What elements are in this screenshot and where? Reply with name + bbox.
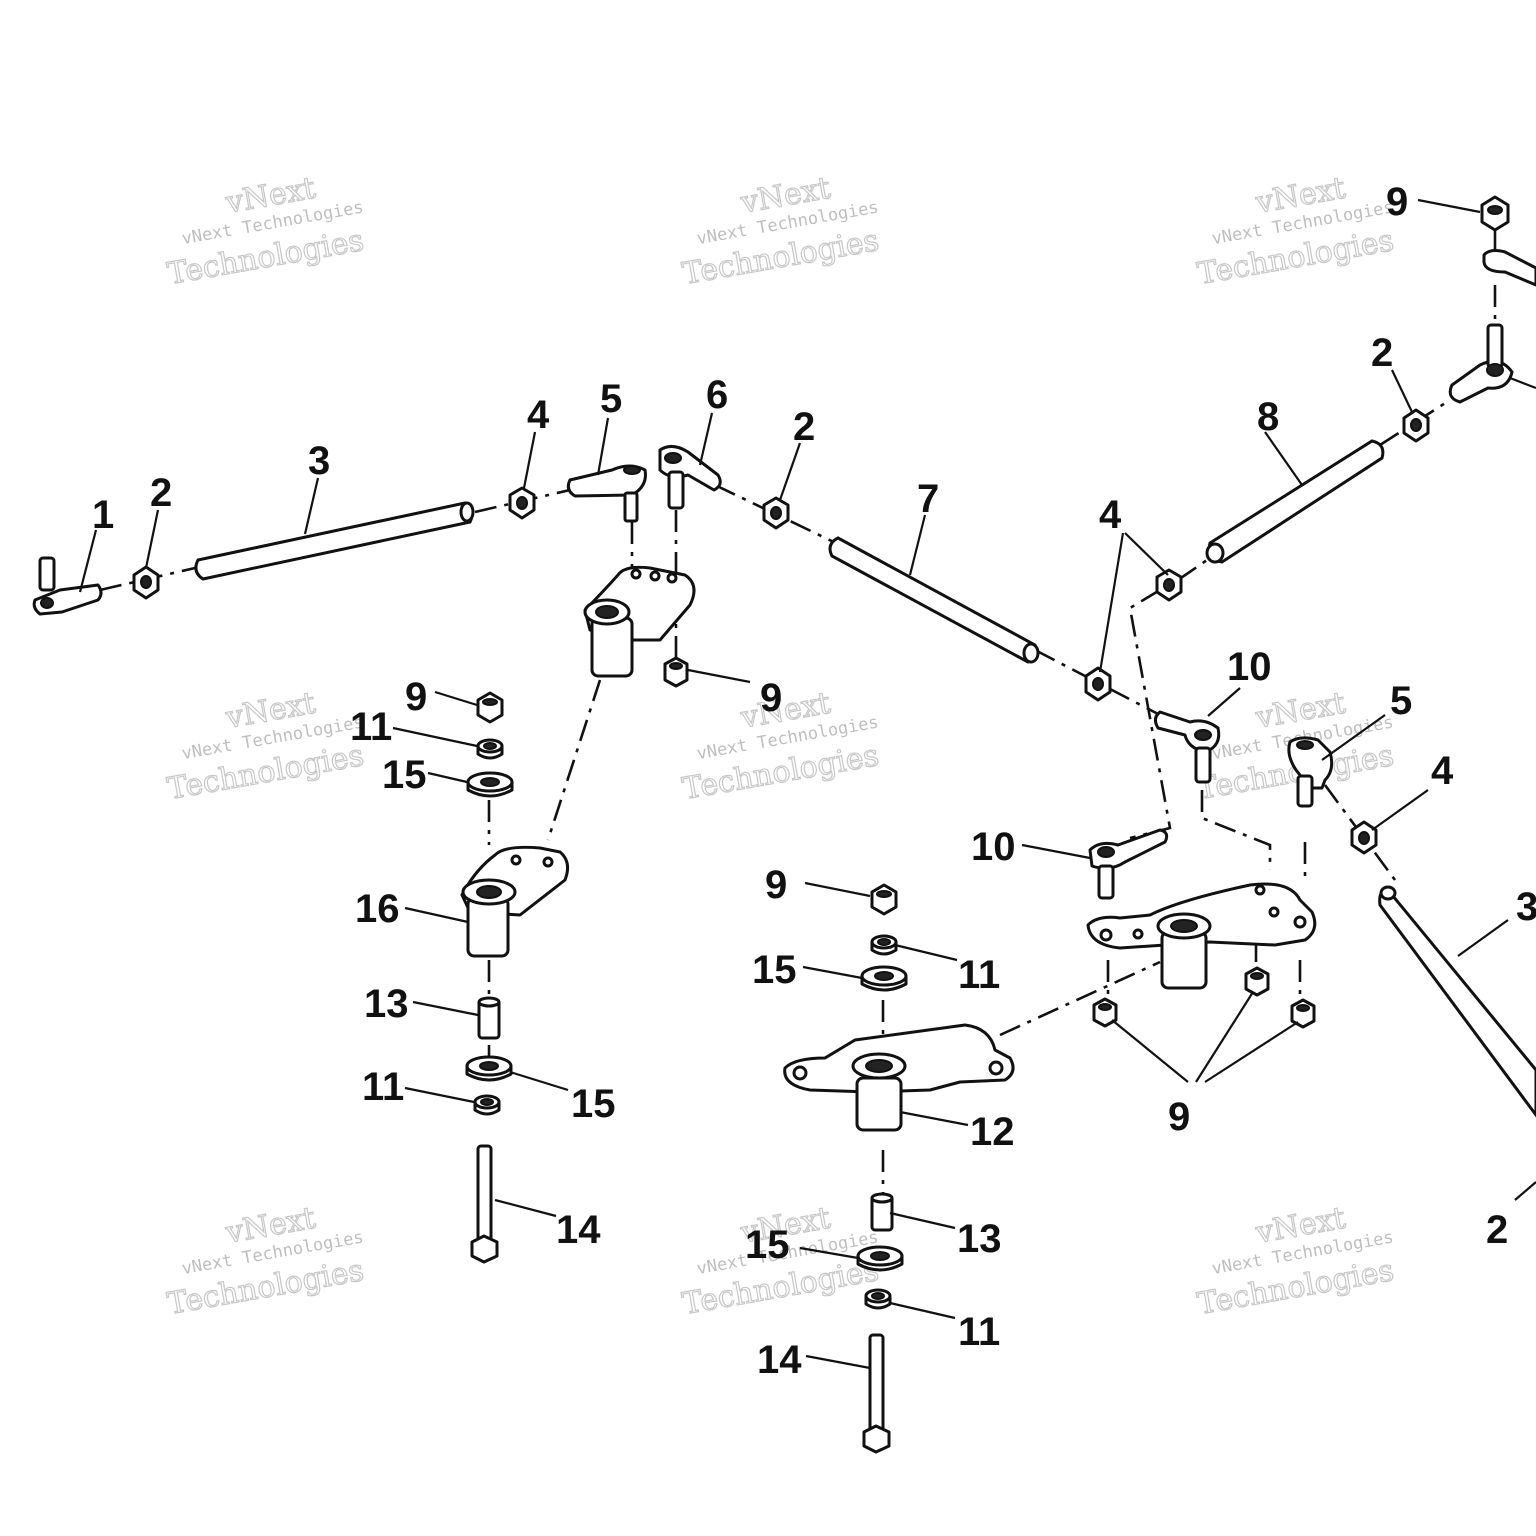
- callout-14: 14: [757, 1338, 802, 1382]
- lock-nut-part-9-top: [1480, 195, 1510, 232]
- rod-end-part-6: [658, 445, 722, 510]
- tie-rod-part-3-right: [1378, 885, 1536, 1118]
- washer-part-15-c: [860, 965, 908, 992]
- callout-15: 15: [571, 1082, 616, 1126]
- washer-part-15-a: [466, 771, 514, 798]
- jam-nut-part-2-center: [762, 496, 790, 530]
- callout-9: 9: [765, 863, 787, 907]
- callout-11: 11: [350, 705, 392, 749]
- watermark: vNext vNext Technologies Technologies: [1194, 1200, 1397, 1323]
- pitman-arm-upper: [583, 565, 696, 678]
- callout-3: 3: [308, 439, 330, 483]
- callout-4: 4: [527, 393, 550, 437]
- callout-11: 11: [958, 1310, 1000, 1354]
- rod-end-part-5-right: [1287, 736, 1334, 808]
- callout-4: 4: [1099, 493, 1122, 537]
- callout-9: 9: [1386, 180, 1408, 224]
- jam-nut-part-4: [508, 486, 536, 520]
- rod-end-part-5: [566, 464, 647, 523]
- jam-nut-part-4-upper: [1155, 568, 1183, 602]
- bushing-part-11-c: [870, 934, 898, 956]
- parts: [32, 195, 1536, 1454]
- spacer-part-13-a: [477, 996, 501, 1040]
- lock-nut-part-9-d2: [1244, 966, 1270, 997]
- rod-end-part-10-a: [1153, 710, 1221, 784]
- jam-nut-part-2-upper: [1402, 408, 1430, 443]
- callout-2: 2: [1371, 331, 1393, 375]
- callout-5: 5: [1390, 679, 1412, 723]
- callout-14: 14: [556, 1208, 601, 1252]
- bushing-part-11-a: [476, 738, 504, 760]
- callout-13: 13: [957, 1217, 1002, 1261]
- callout-12: 12: [970, 1110, 1015, 1154]
- lock-nut-part-9-b: [476, 691, 504, 724]
- bolt-part-14-a: [470, 1144, 499, 1264]
- steering-arm-top-right: [1482, 249, 1536, 287]
- lock-nut-part-9-c: [870, 883, 898, 916]
- callout-10: 10: [971, 825, 1016, 869]
- callout-10: 10: [1227, 645, 1272, 689]
- rod-end-part-10-b: [1088, 828, 1169, 900]
- pivot-arm-part-16: [460, 845, 570, 958]
- bushing-part-11-d: [864, 1288, 892, 1310]
- callout-9: 9: [1168, 1095, 1190, 1139]
- watermark: vNext vNext Technologies Technologies: [164, 170, 367, 293]
- callout-2: 2: [150, 471, 172, 515]
- callout-4: 4: [1431, 749, 1454, 793]
- pivot-bracket-part-12: [783, 1023, 1015, 1132]
- callout-15: 15: [752, 948, 797, 992]
- washer-part-15-b: [465, 1055, 513, 1082]
- callout-2: 2: [1486, 1208, 1508, 1252]
- callout-5: 5: [600, 377, 622, 421]
- rod-end-upper-right: [1448, 323, 1536, 404]
- tie-rod-part-3: [194, 501, 475, 581]
- jam-nut-part-4-center: [1084, 666, 1112, 702]
- callout-13: 13: [364, 982, 409, 1026]
- callout-15: 15: [745, 1223, 790, 1267]
- assembly-lines: [99, 230, 1497, 1195]
- jam-nut-part-4-right: [1350, 820, 1378, 855]
- callout-9: 9: [760, 676, 782, 720]
- lock-nut-part-9-a: [663, 656, 689, 688]
- callout-11: 11: [362, 1065, 404, 1109]
- callout-11: 11: [958, 953, 1000, 997]
- callout-labels: 1 2 3 4 5 6 2 7 4 8 2 9 9 9 11 15 16 13 …: [92, 180, 1536, 1382]
- callout-1: 1: [92, 493, 114, 537]
- spacer-part-13-b: [870, 1192, 894, 1232]
- pitman-arm-right: [1086, 882, 1317, 990]
- callout-16: 16: [355, 887, 400, 931]
- rod-end-part-1: [32, 556, 103, 616]
- bushing-part-11-b: [473, 1094, 501, 1116]
- callout-2: 2: [793, 405, 815, 449]
- lock-nut-part-9-d3: [1290, 998, 1316, 1029]
- watermark: vNext vNext Technologies Technologies: [164, 685, 367, 808]
- callout-6: 6: [706, 373, 728, 417]
- callout-15: 15: [382, 753, 427, 797]
- watermark: vNext vNext Technologies Technologies: [1194, 170, 1397, 293]
- callout-7: 7: [917, 477, 939, 521]
- callout-3: 3: [1516, 885, 1536, 929]
- tie-rod-part-7: [828, 536, 1040, 664]
- jam-nut-part-2: [132, 565, 160, 600]
- callout-8: 8: [1257, 395, 1279, 439]
- bolt-part-14-b: [862, 1333, 891, 1454]
- watermark: vNext vNext Technologies Technologies: [679, 170, 882, 293]
- callout-9: 9: [405, 675, 427, 719]
- leader-lines: [78, 198, 1536, 1370]
- washer-part-15-d: [856, 1245, 904, 1272]
- tie-rod-part-8: [1205, 439, 1385, 564]
- watermark: vNext vNext Technologies Technologies: [164, 1200, 367, 1323]
- lock-nut-part-9-d1: [1092, 997, 1118, 1028]
